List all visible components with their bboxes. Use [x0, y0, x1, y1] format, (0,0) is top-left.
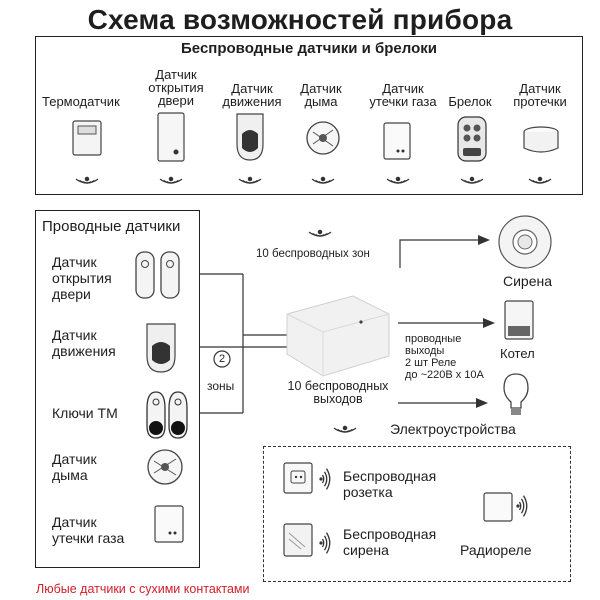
- zones-count: 2: [218, 353, 226, 365]
- boiler-label: Котел: [500, 346, 535, 361]
- radio-relay-icon: [483, 492, 513, 522]
- wireless-zones-label: 10 беспроводных зон: [256, 248, 370, 260]
- boiler-icon: [504, 300, 534, 340]
- signal-icon-zones: [308, 229, 332, 237]
- wireless-sensors-panel: [35, 36, 583, 195]
- wireless-signal-icon-2: [238, 176, 262, 184]
- zones-label: зоны: [207, 379, 235, 393]
- wireless-signal-icon-0: [75, 176, 99, 184]
- signal-icon-outputs: [333, 425, 357, 433]
- wireless-sensors-title: Беспроводные датчики и брелоки: [181, 40, 437, 57]
- signal-icon-relay: [516, 495, 528, 517]
- control-device-icon: [286, 295, 390, 377]
- wired-sensors-title: Проводные датчики: [42, 218, 181, 235]
- wired-label-tm-keys: Ключи ТМ: [52, 405, 118, 421]
- devices-label: Электроустройства: [390, 421, 516, 437]
- wired-motion-sensor-icon: [146, 323, 176, 373]
- siren-icon: [498, 215, 552, 269]
- wired-sensors-panel: [35, 210, 200, 568]
- wireless-signal-icon-4: [386, 176, 410, 184]
- leak-sensor-icon: [523, 126, 559, 153]
- wired-gas-sensor-icon: [154, 505, 184, 543]
- signal-icon-socket: [319, 468, 331, 490]
- gas-sensor-icon: [383, 122, 411, 160]
- smoke-sensor-icon: [306, 121, 340, 155]
- wired-smoke-sensor-icon: [147, 449, 183, 485]
- wireless-outputs-panel: [263, 446, 571, 582]
- wireless-label-thermo: Термодатчик: [42, 94, 120, 109]
- door-sensor-icon: [157, 112, 185, 162]
- motion-sensor-icon: [236, 113, 264, 161]
- wireless-siren-icon: [283, 523, 313, 557]
- bulb-icon: [503, 373, 529, 415]
- tm-keys-icon: [146, 391, 188, 439]
- radio-relay-label: Радиореле: [460, 542, 532, 558]
- wireless-signal-icon-3: [311, 176, 335, 184]
- wireless-signal-icon-1: [159, 176, 183, 184]
- keyfob-icon: [457, 116, 487, 162]
- wired-door-sensor-icon: [135, 251, 180, 299]
- wireless-signal-icon-5: [460, 176, 484, 184]
- wireless-signal-icon-6: [528, 176, 552, 184]
- signal-icon-siren: [319, 532, 331, 554]
- page-title: Схема возможностей прибора: [87, 4, 513, 35]
- siren-label: Сирена: [503, 273, 553, 289]
- dry-contacts-note: Любые датчики с сухими контактами: [36, 582, 250, 596]
- wireless-label-keyfob: Брелок: [448, 94, 492, 109]
- thermo-sensor-icon: [72, 120, 102, 156]
- wireless-socket-icon: [283, 462, 313, 494]
